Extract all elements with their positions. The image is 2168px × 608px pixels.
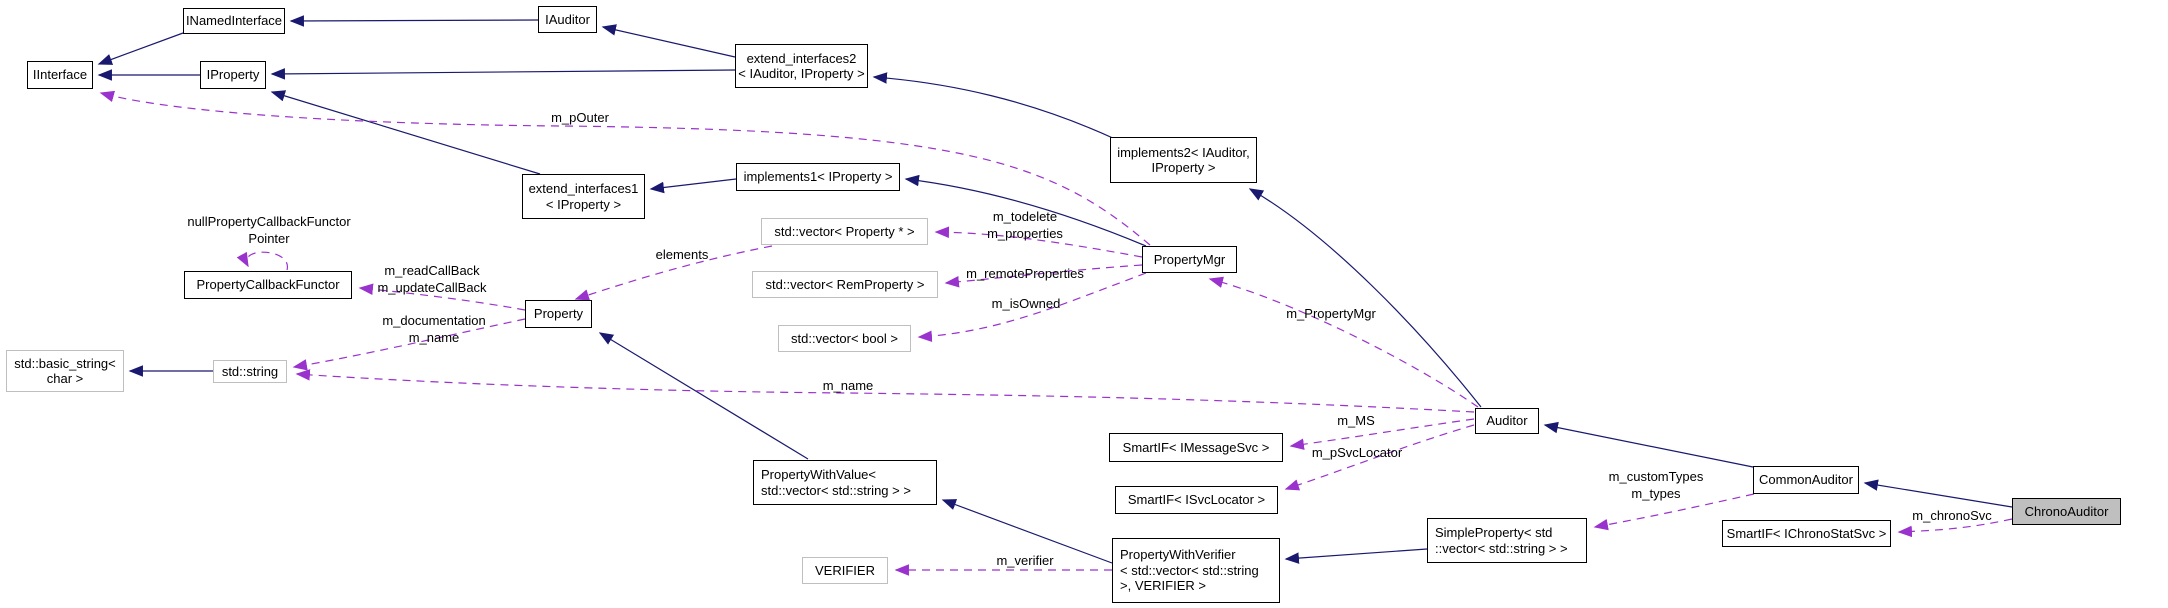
edge-extend-interfaces2-to-iproperty (270, 68, 736, 80)
node-smartif-ichronostatsvc[interactable]: SmartIF< IChronoStatSvc > (1722, 520, 1891, 547)
node-std-vector-remproperty[interactable]: std::vector< RemProperty > (752, 271, 938, 298)
node-smartif-isvclocator[interactable]: SmartIF< ISvcLocator > (1115, 486, 1278, 514)
node-std-string[interactable]: std::string (213, 360, 287, 383)
edge-label-m-name: m_name (822, 378, 874, 393)
edge-propertymgr-to-vector-bool (917, 272, 1147, 342)
edge-implements1-to-extend-interfaces1 (649, 178, 737, 194)
edge-label-elements: elements (655, 247, 709, 262)
edge-property-to-string (292, 318, 526, 371)
edge-label-m-readcallback-m-updatecallback: m_readCallBack m_updateCallBack (377, 263, 487, 295)
edge-chronoauditor-to-smartif-ichronostatsvc (1897, 518, 2013, 538)
node-std-basic-string[interactable]: std::basic_string< char > (6, 350, 124, 392)
edge-property-to-propertycallbackfunctor (358, 283, 526, 311)
node-std-vector-property-ptr[interactable]: std::vector< Property * > (761, 218, 928, 245)
edge-auditor-to-implements2 (1248, 188, 1482, 408)
edge-propertywithvalue-to-property (598, 332, 809, 460)
edge-auditor-to-propertymgr (1208, 276, 1479, 408)
edge-label-m-pouter: m_pOuter (551, 110, 609, 125)
node-implements2[interactable]: implements2< IAuditor, IProperty > (1110, 137, 1257, 183)
edge-propertymgr-to-iinterface-m-pouter (99, 90, 1151, 246)
edge-commonauditor-to-auditor (1543, 421, 1754, 468)
edge-propertymgr-to-vector-property (934, 226, 1143, 258)
edge-label-nullpropertycallbackfunctorpointer: nullPropertyCallbackFunctor Pointer (187, 214, 351, 246)
edge-chronoauditor-to-commonauditor (1863, 479, 2013, 508)
edge-label-m-customtypes-m-types: m_customTypes m_types (1608, 469, 1704, 501)
node-propertywithverifier[interactable]: PropertyWithVerifier < std::vector< std:… (1112, 538, 1280, 603)
node-propertymgr[interactable]: PropertyMgr (1142, 246, 1237, 273)
node-extend-interfaces2[interactable]: extend_interfaces2 < IAuditor, IProperty… (735, 44, 868, 88)
node-property[interactable]: Property (525, 300, 592, 328)
node-smartif-imessagesvc[interactable]: SmartIF< IMessageSvc > (1109, 433, 1283, 462)
edge-propertywithverifier-to-propertywithvalue (941, 499, 1113, 564)
edge-label-m-todelete-m-properties: m_todelete m_properties (987, 209, 1063, 241)
edge-auditor-to-string-m-name (295, 369, 1475, 413)
edge-auditor-to-smartif-imessagesvc (1289, 418, 1475, 450)
edge-label-m-documentation-m-name: m_documentation m_name (382, 313, 486, 345)
edge-extend-interfaces2-to-iauditor (601, 24, 736, 58)
node-commonauditor[interactable]: CommonAuditor (1753, 466, 1859, 494)
edge-commonauditor-to-simpleproperty (1593, 493, 1755, 531)
node-iauditor[interactable]: IAuditor (538, 6, 597, 33)
node-auditor[interactable]: Auditor (1475, 408, 1539, 434)
edge-label-m-propertymgr: m_PropertyMgr (1286, 306, 1376, 321)
edge-extend-interfaces1-to-iproperty (270, 90, 541, 175)
edge-label-m-ms: m_MS (1337, 413, 1375, 428)
node-propertycallbackfunctor[interactable]: PropertyCallbackFunctor (184, 271, 352, 299)
edge-propertymgr-to-vector-remproperty (944, 264, 1143, 288)
edge-iauditor-to-inamedinterface (289, 15, 539, 27)
node-propertywithvalue[interactable]: PropertyWithValue< std::vector< std::str… (753, 460, 937, 505)
edge-propertycallbackfunctor-self-loop (236, 251, 288, 271)
node-simpleproperty[interactable]: SimpleProperty< std ::vector< std::strin… (1427, 518, 1587, 563)
node-extend-interfaces1[interactable]: extend_interfaces1 < IProperty > (522, 174, 645, 219)
edge-label-m-verifier: m_verifier (996, 553, 1054, 568)
node-chronoauditor[interactable]: ChronoAuditor (2012, 498, 2121, 525)
edge-implements2-to-extend-interfaces2 (872, 72, 1116, 140)
edge-vector-property-to-property-elements (574, 245, 773, 301)
edge-auditor-to-smartif-isvclocator (1284, 424, 1475, 491)
edge-simpleproperty-to-propertywithverifier (1284, 548, 1428, 564)
node-iinterface[interactable]: IInterface (27, 61, 93, 89)
node-verifier[interactable]: VERIFIER (802, 557, 888, 584)
node-implements1[interactable]: implements1< IProperty > (736, 163, 900, 191)
node-iproperty[interactable]: IProperty (200, 61, 266, 89)
edge-label-m-chronosvc: m_chronoSvc (1912, 508, 1992, 523)
edge-label-m-psvclocator: m_pSvcLocator (1311, 445, 1403, 460)
node-inamedinterface[interactable]: INamedInterface (183, 8, 285, 34)
edge-propertymgr-to-implements1 (904, 174, 1147, 247)
edge-label-m-isowned: m_isOwned (991, 296, 1061, 311)
edge-inamedinterface-to-iinterface (97, 32, 184, 65)
node-std-vector-bool[interactable]: std::vector< bool > (778, 325, 911, 352)
edge-label-m-remoteproperties: m_remoteProperties (966, 266, 1084, 281)
